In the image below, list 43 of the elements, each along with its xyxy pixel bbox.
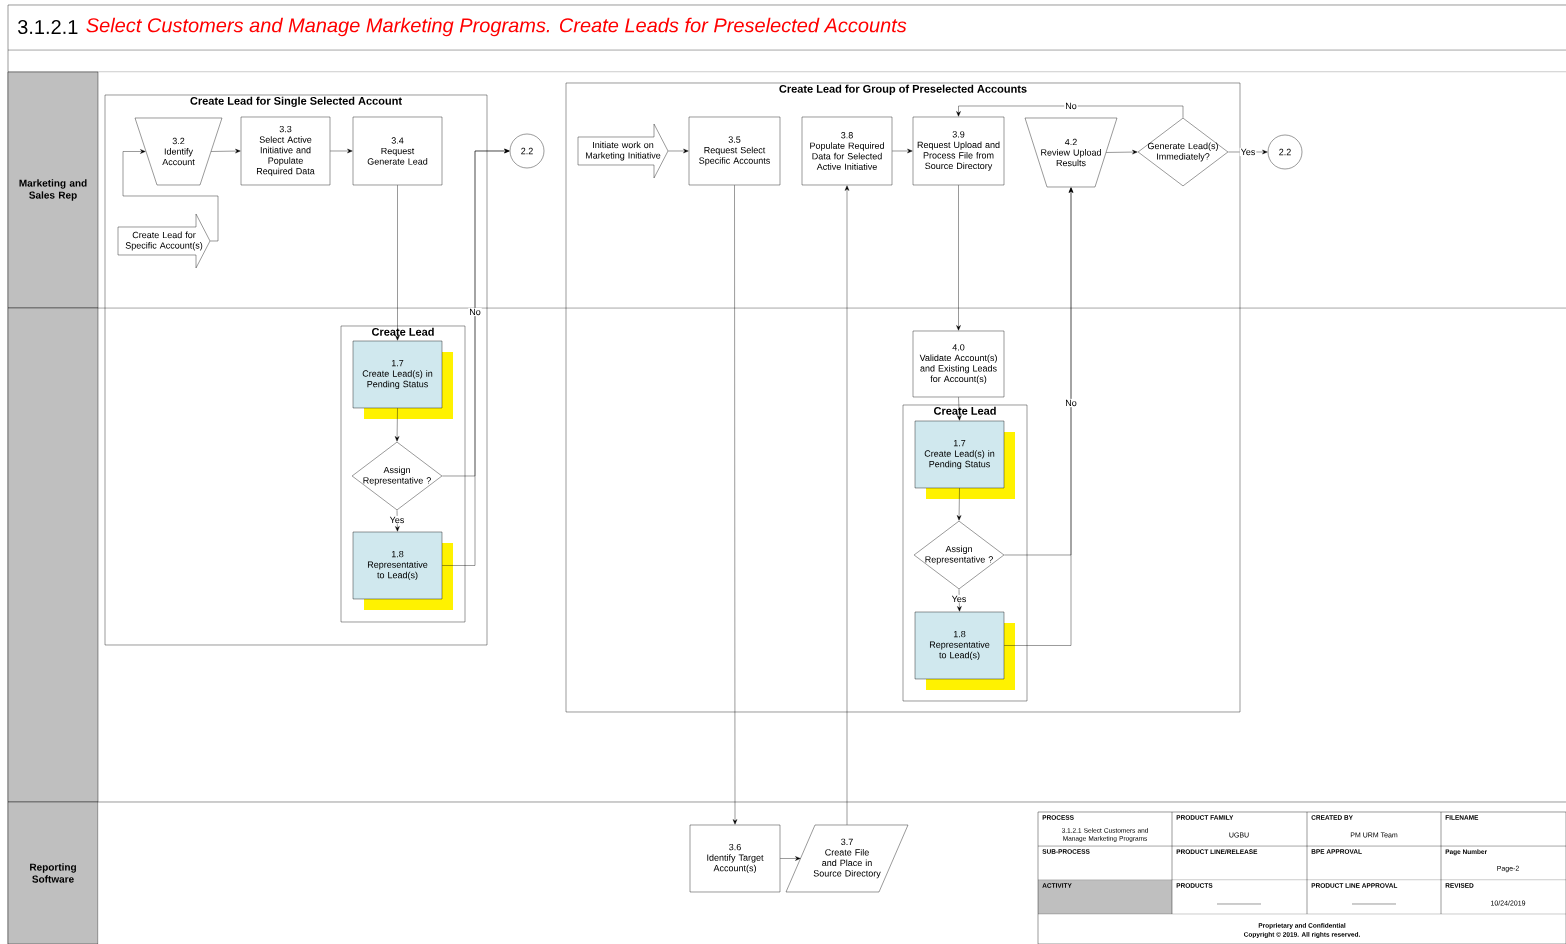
lane-header: Marketing and Sales Rep [7, 71, 99, 309]
process-box: 3.6 Identify Target Account(s) [689, 824, 781, 893]
edge-label: Yes [950, 594, 968, 604]
process-box: 3.8 Populate Required Data for Selected Active Initiative [801, 116, 893, 186]
off-page-connector: 2.2 [509, 133, 545, 169]
connector [330, 148, 353, 154]
connector [211, 148, 241, 154]
edge-label: Yes [1239, 147, 1257, 157]
lane-header: Reporting Software [7, 801, 99, 944]
connector [957, 589, 962, 612]
connector [956, 105, 1184, 118]
process-box: 3.5 Request Select Specific Accounts [688, 116, 781, 186]
edge-label: Yes [388, 515, 406, 525]
edge-label: No [1064, 398, 1078, 408]
connector [122, 149, 219, 242]
connector [1228, 149, 1268, 155]
process-box: 3.9 Request Upload and Process File from Source Directory [912, 116, 1005, 186]
connector [957, 397, 962, 421]
connector [780, 856, 801, 861]
connector [1004, 187, 1074, 646]
connector [956, 185, 961, 331]
connector [395, 510, 400, 532]
edge-label: No [468, 307, 482, 317]
process-box: 4.0 Validate Account(s) and Existing Leads for Account(s) [912, 330, 1005, 398]
process-box: 3.3 Select Active Initiative and Populate Required Data [240, 116, 331, 186]
connector [892, 148, 913, 154]
connector [668, 148, 689, 154]
connector [395, 185, 400, 341]
connector [394, 408, 400, 442]
title: 3.1.2.1 [18, 19, 78, 35]
task-box: 1.8 Representative to Lead(s) [914, 611, 1015, 690]
connector [732, 185, 738, 825]
off-page-connector: 2.2 [1267, 134, 1303, 170]
task-box: 1.8 Representative to Lead(s) [352, 531, 453, 610]
task-box: 1.7 Create Lead(s) in Pending Status [352, 340, 453, 419]
connector [442, 148, 510, 566]
task-box: 1.7 Create Lead(s) in Pending Status [914, 420, 1015, 499]
process-box: 3.4 Request Generate Lead [352, 116, 443, 186]
connector [844, 185, 850, 825]
edge-label: No [1064, 101, 1078, 111]
connector [1106, 149, 1138, 155]
subtitle: Select Customers and Manage Marketing Programs. Create Leads for Preselected Accounts [86, 17, 907, 37]
connector [956, 488, 962, 521]
